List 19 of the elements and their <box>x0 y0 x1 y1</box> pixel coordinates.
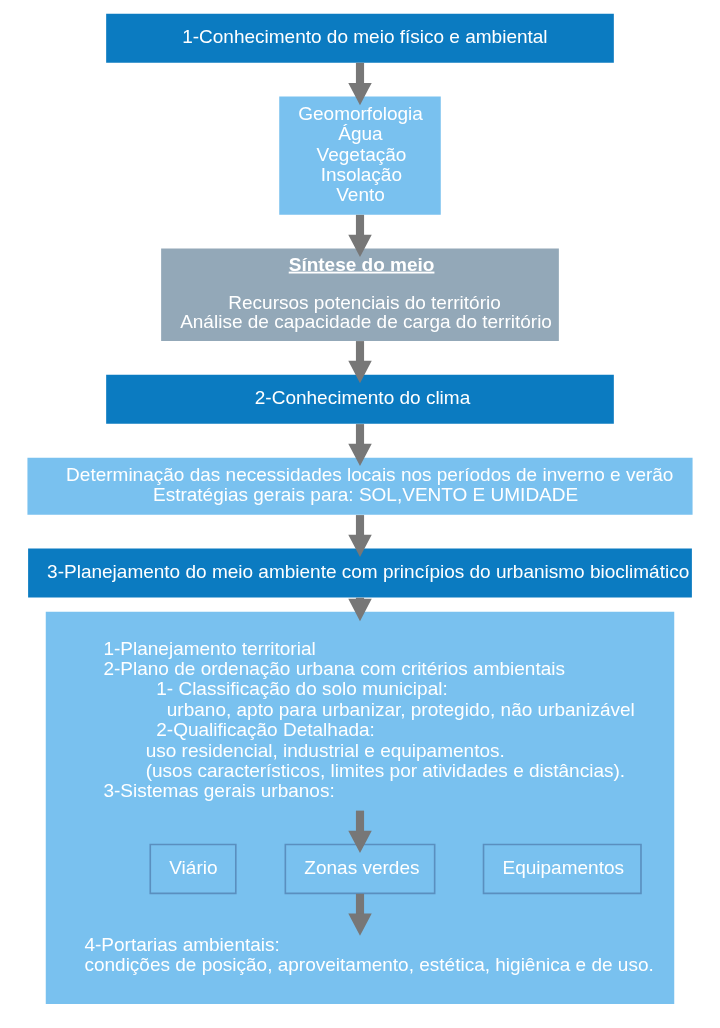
node-box: Síntese do meio Recursos potenciais do território Análise de capacidade de carga do território <box>161 248 559 341</box>
node-box: Determinação das necessidades locais nos períodos de inverno e verão Estratégias gerais para: SOL,VENTO E UMIDADE <box>27 457 693 515</box>
arrow <box>348 424 372 467</box>
arrow <box>348 214 372 258</box>
arrow <box>348 515 372 558</box>
node-box: Equipamentos <box>482 843 642 895</box>
node-text: 4-Portarias ambientais: condições de posição, aproveitamento, estética, higiênica e de uso. <box>84 933 654 976</box>
node-box: 3-Planejamento do meio ambiente com princípios do urbanismo bioclimático <box>28 548 692 598</box>
node-box: 1-Conhecimento do meio físico e ambiental <box>106 13 614 63</box>
arrow <box>348 62 372 106</box>
node-box: Geomorfologia Água Vegetação Insolação Vento <box>279 96 441 215</box>
arrow <box>348 893 372 936</box>
node-box: Viário <box>149 843 237 895</box>
arrow <box>348 810 372 853</box>
node-text: 1-Planejamento territorial 2-Plano de ordenação urbana com critérios ambientais 1- Classificação do solo municipal: urbano, apto para urbanizar, protegido, não urbanizável 2-Qualificação Detalhada: uso residencial, industrial e equipamentos. (usos característicos, limites por atividades e distâncias). 3-Sistemas gerais urbanos: <box>103 637 635 802</box>
node-box: Zonas verdes <box>284 843 436 895</box>
cluster <box>45 611 675 1005</box>
arrow <box>348 341 372 384</box>
node-box: 2-Conhecimento do clima <box>106 374 614 424</box>
